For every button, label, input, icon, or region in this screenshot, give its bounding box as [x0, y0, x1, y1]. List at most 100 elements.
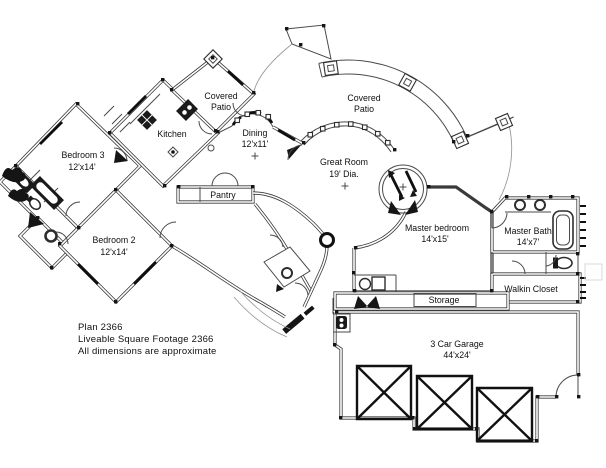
center-core [170, 109, 428, 338]
label-kitchen: Kitchen [157, 129, 186, 139]
note-line-1: Plan 2366 [78, 322, 123, 333]
wing-west [0, 56, 256, 304]
door-leaf-bedroom3 [114, 150, 128, 163]
label-garage-name: 3 Car Garage [430, 339, 483, 349]
entry [233, 234, 317, 338]
colonnade-link-west [253, 43, 293, 92]
wall-hatch-closet [580, 277, 586, 299]
water-heater [336, 316, 347, 329]
nook-cabinet [371, 276, 386, 291]
window-dining-wall [277, 128, 296, 142]
kitchen-island [167, 146, 179, 158]
door-bedroom2 [159, 221, 177, 239]
door-leaf-gallery [287, 144, 302, 159]
wall-hatch-bath [580, 205, 586, 247]
note-line-3: All dimensions are approximate [78, 346, 217, 357]
colonnade-link-east [498, 120, 513, 201]
door-gallery [287, 144, 303, 161]
window-kitchen [127, 95, 147, 115]
label-patio-west-2: Patio [211, 102, 231, 112]
door-bath-hall [55, 201, 81, 245]
powder-toilet [281, 267, 293, 279]
label-patio-west-1: Covered [204, 91, 237, 101]
fire-pit [319, 232, 335, 248]
label-great-room-dims: 19' Dia. [329, 169, 359, 179]
door-pantry-double [211, 172, 239, 187]
label-great-room-name: Great Room [320, 157, 368, 167]
water-heater-dial [339, 318, 344, 322]
door-toilet-nook [545, 254, 557, 267]
label-storage: Storage [429, 295, 460, 305]
cross-dining [251, 152, 259, 160]
window-patio-west [227, 69, 244, 87]
master-tub-inner [556, 214, 570, 246]
bay-post [255, 109, 262, 116]
nook-sink [358, 277, 372, 291]
water-heater-dial [339, 323, 344, 328]
great-room-arc-inner [303, 125, 392, 153]
kitchen-fixture [207, 144, 215, 152]
label-bedroom2-name: Bedroom 2 [92, 235, 135, 245]
garage-block [332, 291, 580, 443]
labels: Bedroom 3 12'x14' Bedroom 2 12'x14' Kitc… [61, 91, 558, 360]
great-room-posts [307, 121, 391, 146]
survey-marks [14, 24, 581, 443]
bay-post [234, 117, 241, 124]
nook-walls [354, 274, 397, 292]
master-toilet-tank [553, 257, 558, 269]
fireplace [378, 164, 428, 215]
door-gallery2 [269, 234, 284, 248]
toilet [26, 195, 42, 211]
garage-bays [355, 364, 534, 443]
window-bedroom2-sw [77, 263, 99, 285]
cross-great-room [341, 182, 349, 190]
label-patio-east-1: Covered [347, 93, 380, 103]
deck-ghost [584, 263, 603, 281]
kitchen-sink [176, 99, 198, 121]
label-dining-dims: 12'x11' [242, 139, 269, 149]
master-toilet [555, 256, 573, 270]
powder-fixture [276, 284, 284, 292]
label-patio-east-2: Patio [354, 104, 374, 114]
master-tub [552, 210, 574, 250]
bath-mid-walls [491, 252, 579, 274]
label-master-bath-name: Master Bath [504, 226, 552, 236]
door-leaf-storage [354, 296, 380, 309]
label-master-bedroom-dims: 14'x15' [421, 234, 449, 244]
colonnade-wing-wall [285, 24, 332, 60]
door-master-bath [491, 212, 508, 229]
label-bedroom3-name: Bedroom 3 [61, 150, 104, 160]
utility-closet [332, 298, 351, 333]
dining-link [217, 125, 233, 134]
door-patio-kitchen [198, 120, 213, 135]
plan-notes: Plan 2366 Liveable Square Footage 2366 A… [78, 322, 217, 357]
label-garage-dims: 44'x24' [443, 350, 471, 360]
toilet-2 [44, 229, 58, 243]
label-master-bath-dims: 14'x7' [517, 237, 540, 247]
bathtub [30, 176, 64, 210]
bay-post [244, 111, 251, 118]
corridor-wall [427, 185, 493, 214]
bay-post [265, 113, 272, 120]
plant-1 [2, 167, 26, 183]
window-bedroom2-se [133, 261, 157, 285]
label-pantry: Pantry [210, 190, 236, 200]
storage-label-box [413, 293, 477, 307]
label-bedroom2-dims: 12'x14' [100, 247, 128, 257]
column [323, 60, 339, 77]
door-leaf-bath [28, 212, 44, 228]
door-closet [511, 260, 526, 275]
door-garage-side [555, 374, 579, 398]
note-line-2: Liveable Square Footage 2366 [78, 334, 214, 345]
plant-2 [8, 188, 29, 202]
hall-closet-ticks [103, 105, 131, 133]
door-bedroom3 [113, 147, 128, 162]
counter-edge [129, 93, 161, 125]
door-powder [294, 282, 309, 296]
sink-2 [534, 199, 546, 211]
label-walkin-closet: Walkin Closet [504, 284, 558, 294]
sink-1 [514, 199, 526, 211]
master-suite [352, 185, 603, 304]
